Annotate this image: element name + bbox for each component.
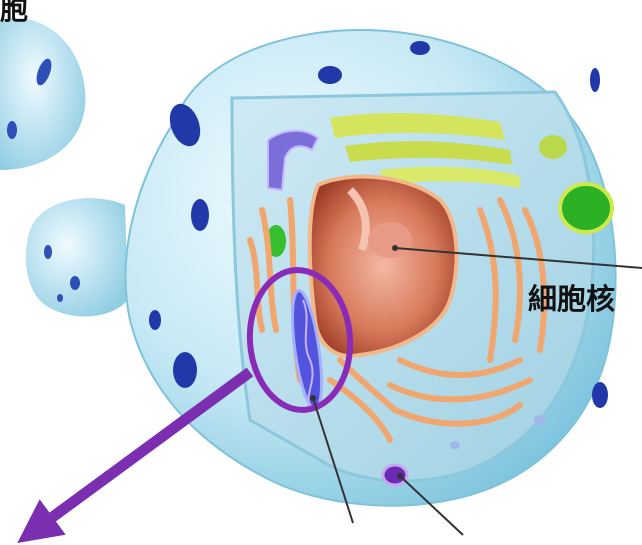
- membrane-spot: [592, 382, 608, 408]
- membrane-spot: [149, 310, 161, 330]
- mitochondrion-pointer-dot: [310, 395, 316, 401]
- vesicle: [450, 441, 460, 449]
- vesicle: [383, 465, 407, 485]
- nucleus-label: 細胞核: [528, 276, 615, 318]
- top-left-label-fragment: 胞: [0, 0, 28, 28]
- nucleus-pointer-dot: [392, 245, 398, 251]
- green-organelle: [560, 184, 612, 232]
- background-cell-left: [26, 198, 128, 316]
- membrane-spot: [590, 68, 600, 92]
- vesicle: [534, 415, 546, 425]
- membrane-spot: [410, 41, 430, 55]
- membrane-spot: [318, 66, 342, 84]
- zoom-arrow: [35, 372, 250, 530]
- membrane-spot: [191, 199, 209, 231]
- background-cell-top-left: [0, 18, 85, 170]
- vesicle-pointer-dot: [397, 473, 403, 479]
- membrane-spot: [173, 352, 197, 388]
